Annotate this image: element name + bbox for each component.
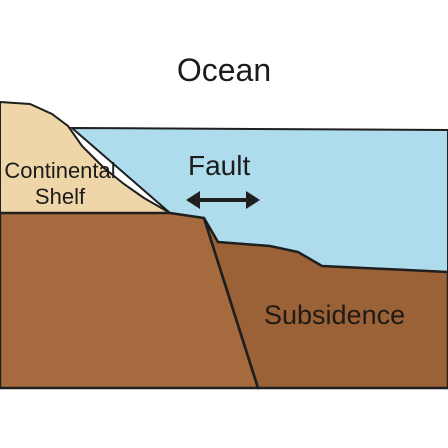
- double-headed-arrow-icon: [186, 191, 260, 209]
- ocean-title: Ocean: [176, 52, 272, 88]
- shelf-label-line1: Continental: [4, 158, 116, 183]
- shelf-label-line2: Shelf: [34, 184, 86, 209]
- subsidence-label: Subsidence: [264, 300, 406, 330]
- fault-label: Fault: [188, 150, 251, 181]
- subsided-block: [202, 217, 448, 390]
- fault-line: [202, 217, 260, 389]
- continental-shelf-label: Continental Shelf: [4, 158, 116, 210]
